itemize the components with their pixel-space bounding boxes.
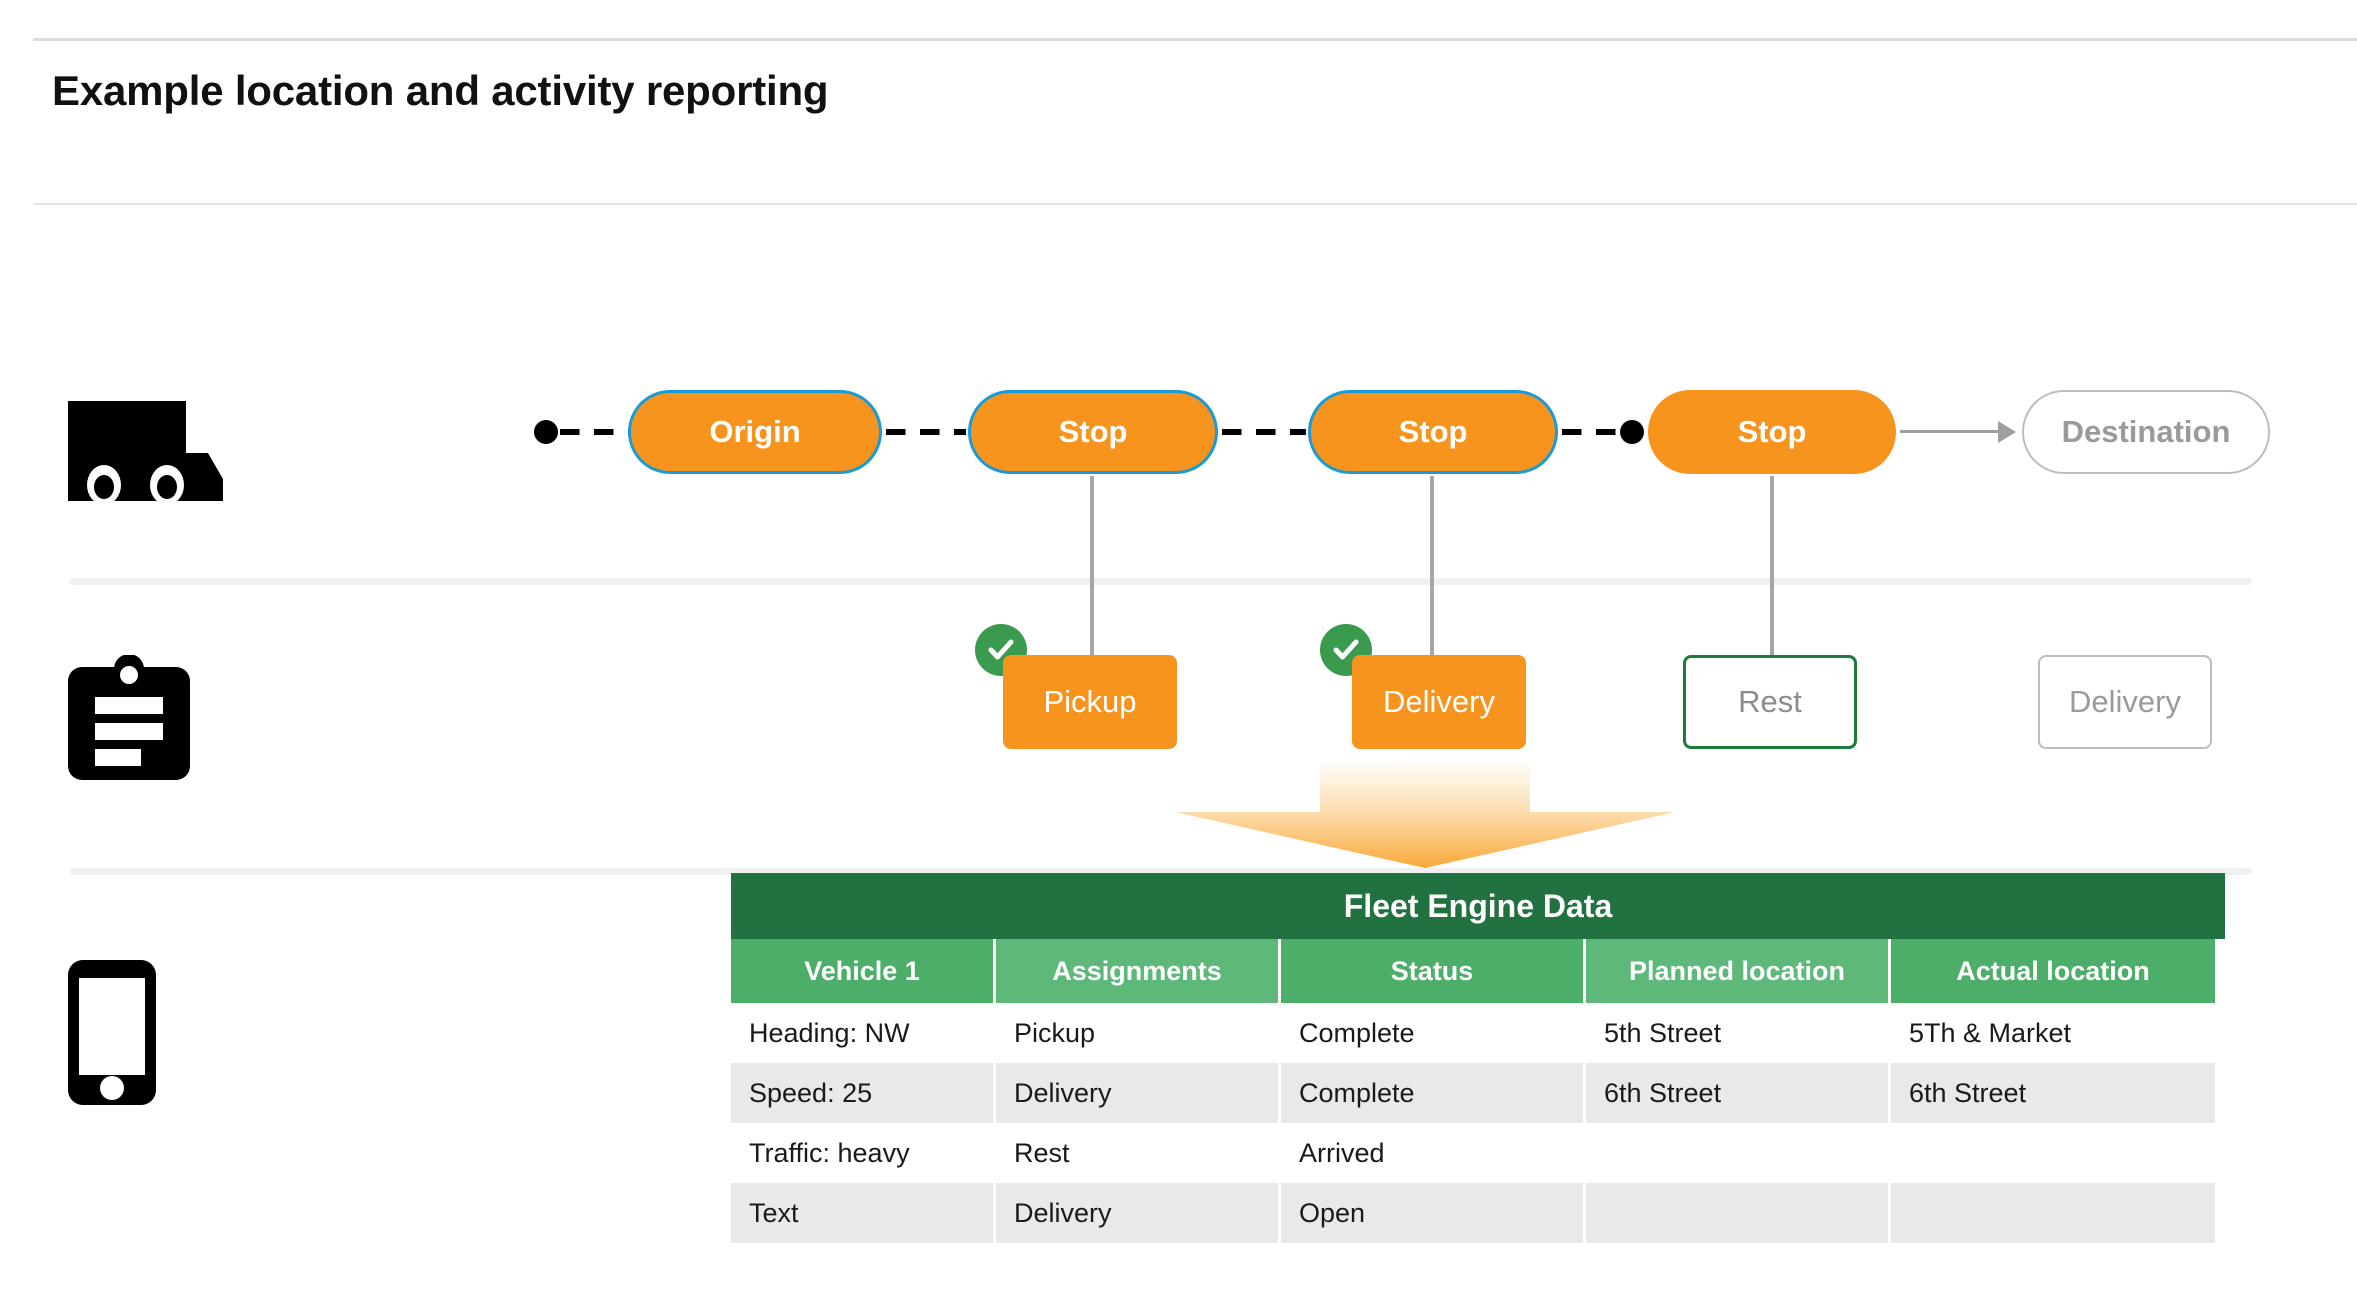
fleet-engine-data-table: Fleet Engine Data Vehicle 1 Assignments …: [731, 873, 2225, 1243]
route-dash-2: [1222, 429, 1306, 435]
route-node-origin[interactable]: Origin: [628, 390, 882, 474]
cell-planned-location: 5th Street: [1584, 1003, 1891, 1063]
cell-assignment: Pickup: [994, 1003, 1281, 1063]
route-node-label: Stop: [1058, 414, 1128, 449]
cell-planned-location: 6th Street: [1584, 1063, 1891, 1123]
mobile-phone-icon: [68, 960, 156, 1110]
cell-status: Complete: [1279, 1003, 1586, 1063]
column-header-assignments[interactable]: Assignments: [994, 939, 1281, 1003]
connector-stop2-delivery: [1430, 476, 1434, 660]
route-node-label: Stop: [1398, 414, 1468, 449]
table-row[interactable]: Speed: 25 Delivery Complete 6th Street 6…: [731, 1063, 2215, 1123]
table-row[interactable]: Heading: NW Pickup Complete 5th Street 5…: [731, 1003, 2215, 1063]
cell-status: Complete: [1279, 1063, 1586, 1123]
data-grid: Vehicle 1 Assignments Status Planned loc…: [731, 939, 2215, 1243]
cell-status: Open: [1279, 1183, 1586, 1243]
route-node-stop-2[interactable]: Stop: [1308, 390, 1558, 474]
cell-planned-location: [1584, 1123, 1891, 1183]
route-dash-3: [1562, 429, 1634, 435]
activity-card-delivery-open[interactable]: Delivery: [2038, 655, 2212, 749]
page-title: Example location and activity reporting: [52, 67, 829, 114]
cell-vehicle: Traffic: heavy: [731, 1123, 996, 1183]
cell-actual-location: 6th Street: [1889, 1063, 2215, 1123]
route-node-stop-1[interactable]: Stop: [968, 390, 1218, 474]
activity-card-label: Pickup: [1043, 684, 1137, 719]
cell-vehicle: Heading: NW: [731, 1003, 996, 1063]
clipboard-icon: [68, 654, 190, 785]
cell-assignment: Delivery: [994, 1183, 1281, 1243]
column-header-vehicle[interactable]: Vehicle 1: [731, 939, 996, 1003]
column-header-planned-location[interactable]: Planned location: [1584, 939, 1891, 1003]
route-mid-dot: [1620, 420, 1644, 444]
column-header-status[interactable]: Status: [1279, 939, 1586, 1003]
connector-stop3-rest: [1770, 476, 1774, 660]
route-arrow-line: [1900, 430, 2002, 433]
title-divider: [33, 203, 2357, 205]
connector-stop1-pickup: [1090, 476, 1094, 660]
route-dash-1: [886, 429, 966, 435]
activity-card-rest[interactable]: Rest: [1683, 655, 1857, 749]
route-dash-0: [560, 429, 632, 435]
table-title: Fleet Engine Data: [731, 873, 2225, 939]
column-header-actual-location[interactable]: Actual location: [1889, 939, 2215, 1003]
cell-vehicle: Speed: 25: [731, 1063, 996, 1123]
table-header-row: Vehicle 1 Assignments Status Planned loc…: [731, 939, 2215, 1003]
cell-assignment: Delivery: [994, 1063, 1281, 1123]
cell-actual-location: [1889, 1183, 2215, 1243]
cell-status: Arrived: [1279, 1123, 1586, 1183]
activity-card-pickup[interactable]: Pickup: [1003, 655, 1177, 749]
activity-card-label: Delivery: [2069, 684, 2181, 719]
activity-card-delivery[interactable]: Delivery: [1352, 655, 1526, 749]
truck-icon: [68, 395, 223, 510]
activity-card-label: Rest: [1738, 684, 1802, 719]
flow-down-arrow-icon: [1165, 760, 1685, 875]
section-divider-vehicle-activity: [70, 578, 2252, 585]
route-node-label: Origin: [709, 414, 801, 449]
route-node-stop-3[interactable]: Stop: [1648, 390, 1896, 474]
section-divider-activity-device: [70, 868, 2252, 875]
cell-assignment: Rest: [994, 1123, 1281, 1183]
cell-vehicle: Text: [731, 1183, 996, 1243]
cell-actual-location: 5Th & Market: [1889, 1003, 2215, 1063]
table-row[interactable]: Traffic: heavy Rest Arrived: [731, 1123, 2215, 1183]
route-arrow-head-icon: [1998, 421, 2016, 443]
route-node-label: Destination: [2061, 414, 2231, 449]
top-divider: [33, 38, 2357, 41]
route-node-label: Stop: [1737, 414, 1807, 449]
route-start-dot: [534, 420, 558, 444]
route-node-destination[interactable]: Destination: [2022, 390, 2270, 474]
activity-card-label: Delivery: [1383, 684, 1495, 719]
cell-planned-location: [1584, 1183, 1891, 1243]
table-row[interactable]: Text Delivery Open: [731, 1183, 2215, 1243]
cell-actual-location: [1889, 1123, 2215, 1183]
